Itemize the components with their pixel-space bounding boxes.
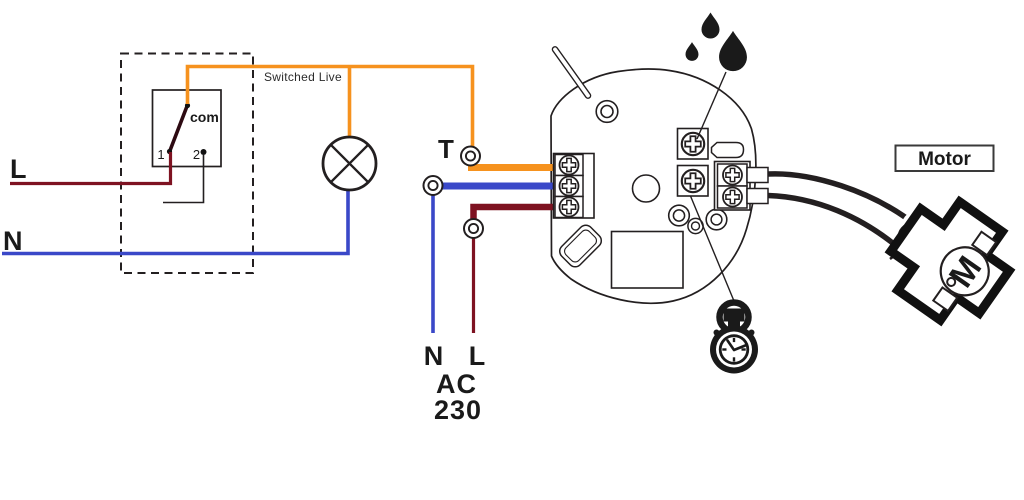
switch-pos2-label: 2 (193, 147, 200, 162)
terminal-screw-t[interactable] (558, 154, 580, 176)
lamp-cross-circle-icon (321, 135, 378, 192)
live-thick-wire (470, 203, 560, 224)
hole-c-outer (705, 208, 728, 231)
hole-b-inner (690, 221, 701, 231)
motor-m-circle-icon: M (884, 195, 1016, 327)
live-junction-terminal (463, 218, 484, 239)
jumper-block (558, 224, 603, 268)
terminal-screw-n[interactable] (558, 175, 580, 197)
motor-terminal-screw-2[interactable] (722, 186, 743, 208)
neutral-junction-terminal (422, 175, 444, 196)
supply-type-label: AC (436, 369, 477, 399)
water-drops-icon (685, 12, 747, 72)
motor-brush-2 (931, 286, 959, 313)
supply-live-label: L (10, 154, 27, 184)
neutral-run (2, 190, 350, 256)
hole-a-inner (672, 209, 686, 222)
t-junction-terminal (460, 145, 481, 167)
hole-c-inner (710, 213, 723, 226)
timer-terminal-label: T (438, 134, 454, 164)
switch-pos1-label: 1 (157, 147, 164, 162)
motor-dot (946, 276, 957, 287)
wire-entry-tab-2 (746, 187, 769, 205)
switch-terminal2-stub-wire (163, 155, 205, 204)
supply-terminal-block (552, 152, 595, 219)
switch-com-terminal-dot (184, 102, 191, 109)
live-wires (10, 152, 560, 333)
switch-lever (168, 105, 189, 153)
motor-terminal-block (713, 160, 769, 211)
center-hole (631, 174, 661, 203)
switched-live-label: Switched Live (264, 70, 342, 84)
unit-live-label: L (469, 341, 486, 371)
motor-brush-1 (970, 230, 998, 257)
supply-neutral-label: N (3, 226, 23, 256)
timer-leader-line (689, 195, 735, 302)
sensor-pin-icon (551, 46, 592, 99)
stopwatch-icon (710, 299, 758, 374)
mounting-hole-top (595, 99, 619, 124)
humidity-adjust-screw[interactable] (680, 131, 706, 157)
moisture-leader-line (696, 71, 727, 140)
switch-terminal2-dot (200, 149, 207, 155)
switched-live-run (185, 64, 475, 147)
supply-voltage-label: 230 (434, 395, 482, 425)
wire-entry-tab-1 (746, 166, 769, 184)
switch-com-label: com (190, 109, 219, 125)
motor-label-box (894, 144, 995, 172)
mounting-hole-top-inner (600, 104, 614, 119)
live-run (10, 152, 173, 186)
component-block (610, 230, 684, 289)
indicator-window (710, 141, 745, 159)
motor-terminal-screw-1[interactable] (722, 164, 743, 186)
motor-label: Motor (918, 149, 971, 170)
hole-a-outer (667, 204, 691, 227)
neutral-wires (2, 182, 560, 333)
terminal-screw-l[interactable] (558, 196, 580, 218)
unit-neutral-label: N (424, 341, 444, 371)
timer-adjust-screw[interactable] (680, 168, 706, 194)
